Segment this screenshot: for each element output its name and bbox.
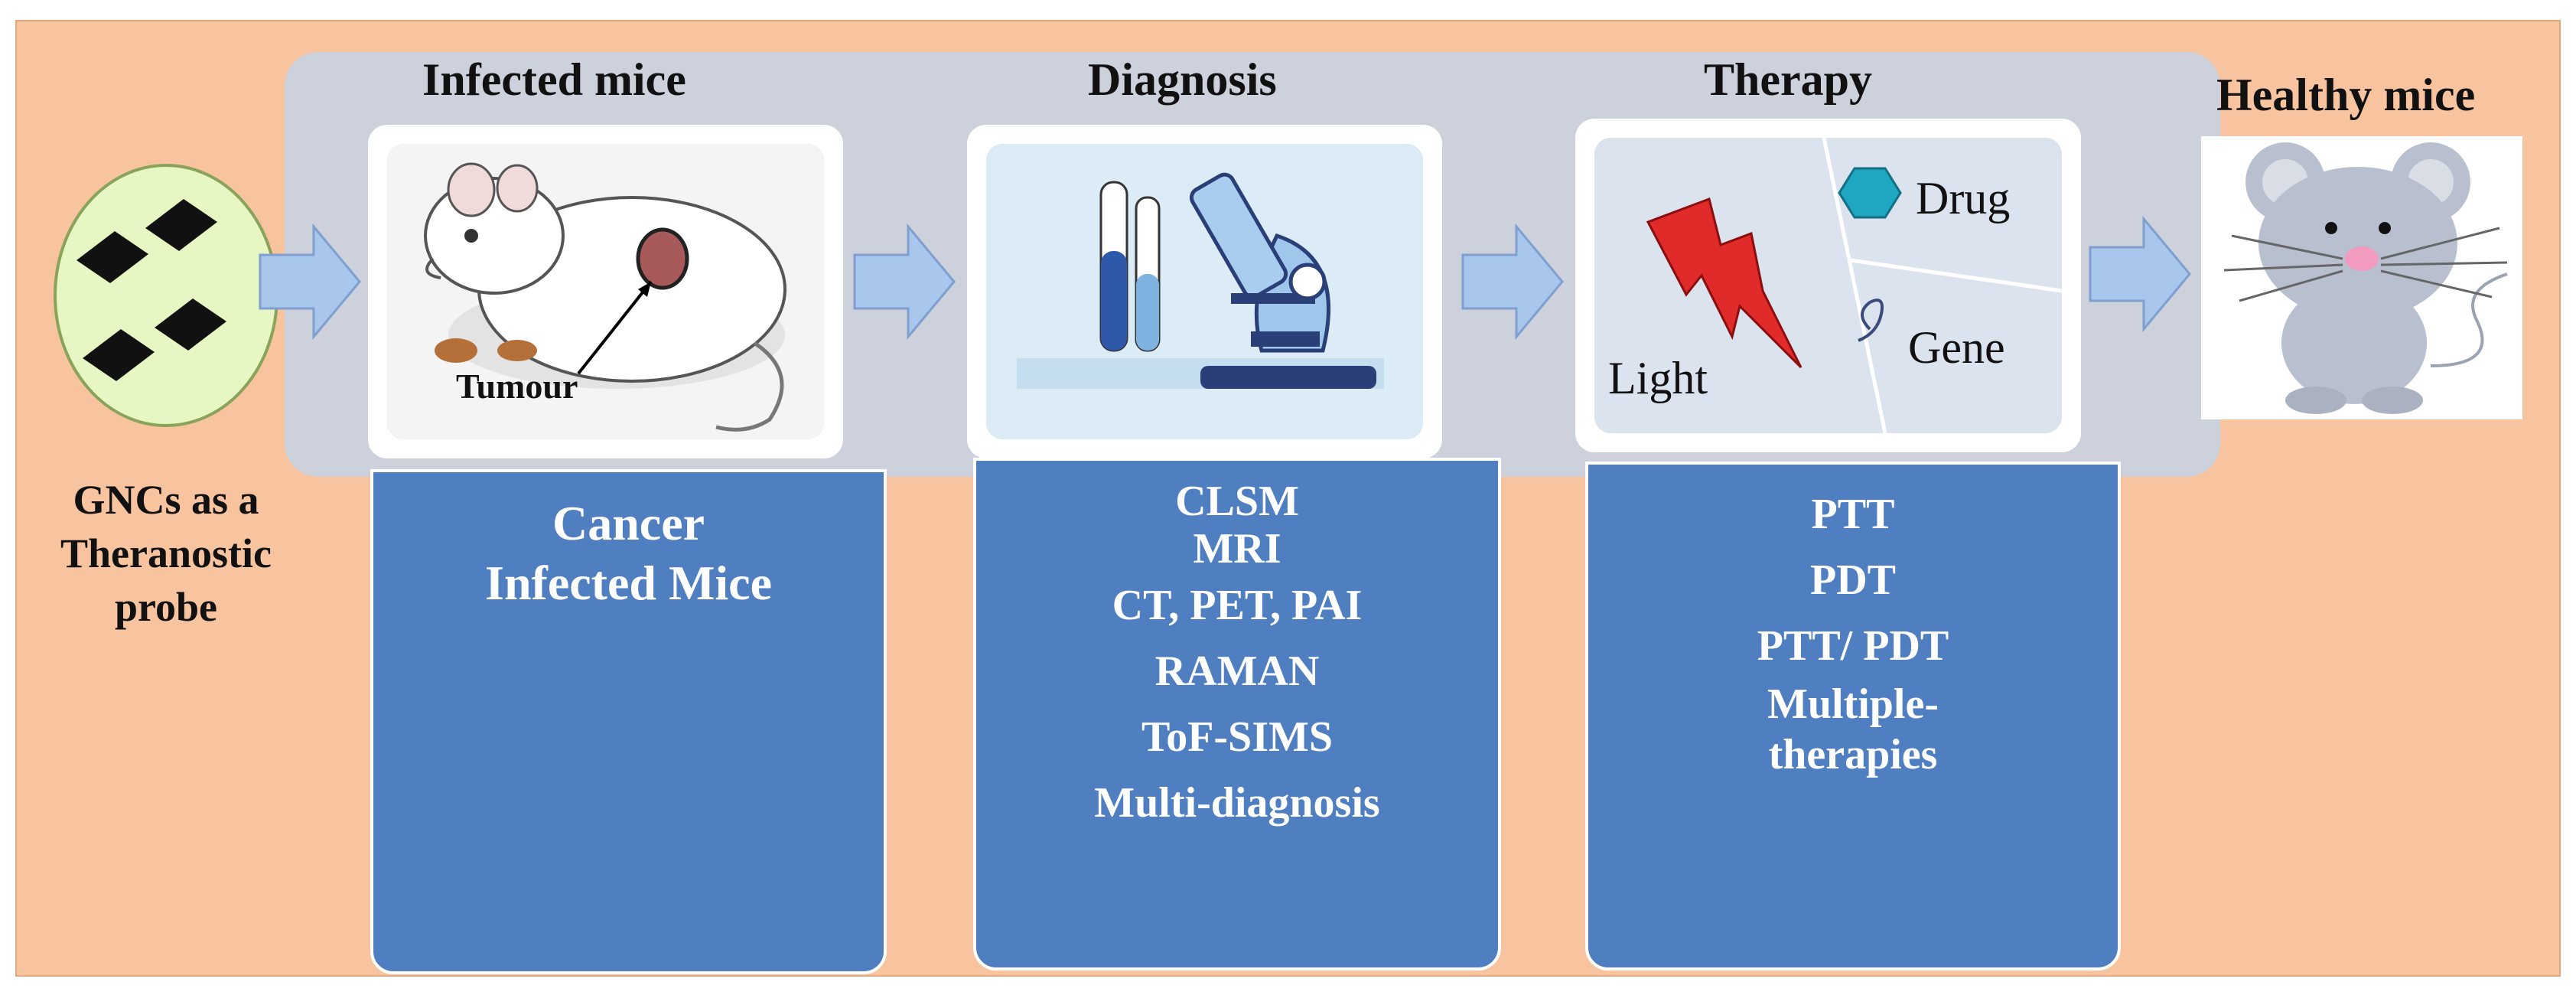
probe-label-line-1: GNCs as a [73, 477, 259, 523]
tumour-label: Tumour [456, 367, 578, 406]
therapy-box-line: therapies [1768, 731, 1938, 778]
diagnosis-box-line: CT, PET, PAI [1112, 582, 1363, 629]
arrow-icon [853, 223, 956, 341]
therapy-illustration [1594, 138, 2062, 433]
drug-label: Drug [1916, 173, 2011, 223]
arrow-icon [2089, 215, 2191, 333]
arrow-icon [1461, 223, 1564, 341]
infected-box-line: Infected Mice [485, 556, 772, 610]
stage-title-healthy: Healthy mice [2216, 70, 2476, 120]
diagnosis-box-line: CLSM [1175, 478, 1299, 525]
mouse-tumour-illustration [387, 144, 824, 439]
therapy-card: Drug Light Gene [1578, 121, 2079, 450]
infected-mice-card: Tumour [370, 127, 841, 456]
light-label: Light [1608, 353, 1708, 403]
diagnosis-box-line: RAMAN [1154, 648, 1320, 695]
diagnosis-card [969, 127, 1440, 456]
probe-label-line-2: Theranostic [60, 530, 272, 576]
arrow-icon [259, 223, 361, 341]
therapy-box-line: PTT/ PDT [1757, 622, 1949, 670]
healthy-mouse-illustration [2201, 136, 2522, 419]
microscope-testtube-illustration [986, 144, 1423, 439]
therapy-info-box: PTT PDT PTT/ PDT Multiple- therapies [1585, 462, 2121, 971]
stage-title-infected: Infected mice [422, 54, 686, 105]
therapy-box-line: Multiple- [1767, 680, 1939, 728]
probe-label: GNCs as a Theranostic probe [32, 473, 300, 634]
probe-label-line-3: probe [114, 584, 218, 630]
diagnosis-box-line: ToF-SIMS [1141, 713, 1333, 761]
gene-label: Gene [1908, 322, 2005, 373]
diagram-canvas: GNCs as a Theranostic probe Infected mic… [15, 20, 2561, 977]
gnc-probe-icon [54, 164, 278, 427]
therapy-box-line: PTT [1811, 491, 1895, 538]
stage-title-diagnosis: Diagnosis [1088, 54, 1277, 105]
infected-info-box: Cancer Infected Mice [370, 469, 887, 974]
diagnosis-box-line: Multi-diagnosis [1094, 779, 1380, 827]
therapy-box-line: PDT [1810, 556, 1896, 604]
diagnosis-info-box: CLSM MRI CT, PET, PAI RAMAN ToF-SIMS Mul… [973, 458, 1501, 971]
infected-box-line: Cancer [552, 496, 705, 550]
stage-title-therapy: Therapy [1704, 54, 1873, 105]
diagnosis-box-line: MRI [1193, 525, 1281, 573]
tumour-pointer-line [577, 280, 653, 375]
